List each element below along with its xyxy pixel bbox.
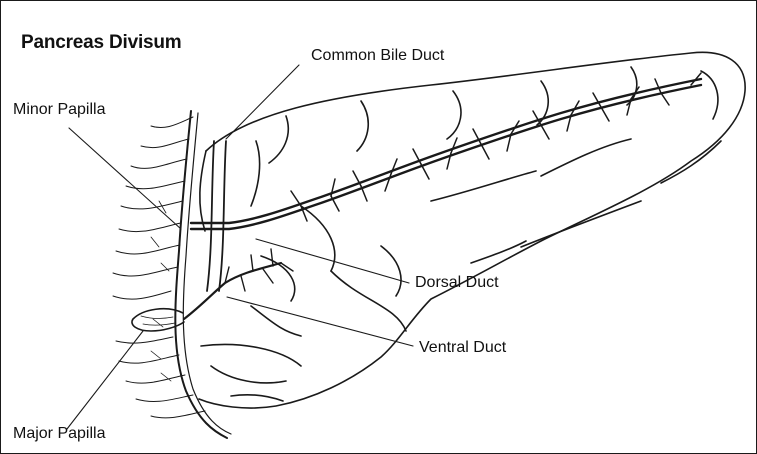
label-common-bile-duct: Common Bile Duct <box>311 47 444 65</box>
leader-major-papilla <box>67 331 143 429</box>
ventral-duct <box>184 249 293 319</box>
leader-dorsal-duct <box>256 239 409 283</box>
diagram-title: Pancreas Divisum <box>21 32 182 54</box>
leader-ventral-duct <box>227 297 413 346</box>
leader-lines <box>67 65 413 429</box>
label-ventral-duct: Ventral Duct <box>419 339 506 357</box>
leader-minor-papilla <box>69 128 181 229</box>
label-major-papilla: Major Papilla <box>13 425 105 443</box>
label-dorsal-duct: Dorsal Duct <box>415 274 499 292</box>
label-minor-papilla: Minor Papilla <box>13 101 105 119</box>
common-bile-duct <box>207 141 226 291</box>
